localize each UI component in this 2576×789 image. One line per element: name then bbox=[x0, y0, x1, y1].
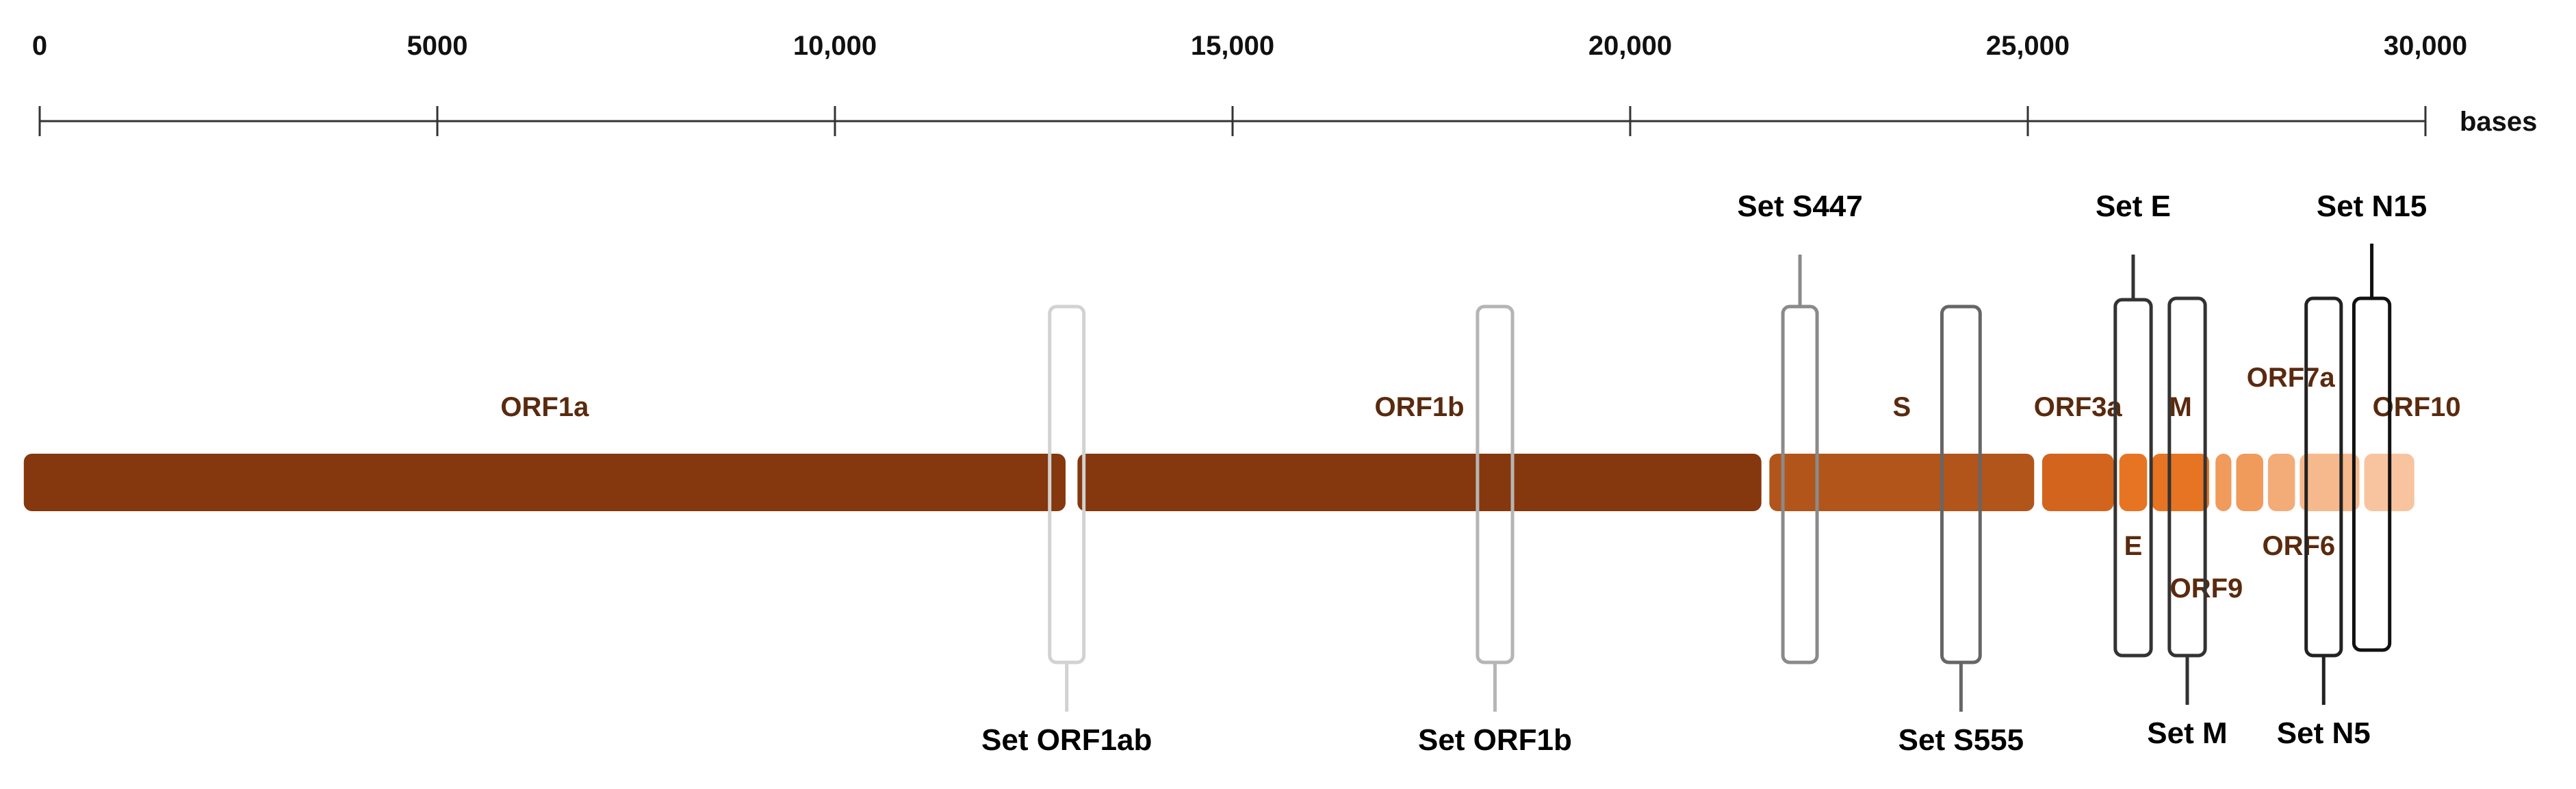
gene-label-orf6: ORF6 bbox=[2263, 531, 2336, 561]
gene-e bbox=[2119, 454, 2148, 511]
gene-label-s: S bbox=[1892, 392, 1911, 422]
gene-m bbox=[2152, 454, 2209, 511]
primer-set: Set E bbox=[2096, 190, 2171, 658]
axis-tick-label: 25,000 bbox=[1986, 31, 2070, 61]
gene-track bbox=[23, 454, 2414, 511]
gene-orf9 bbox=[2300, 454, 2360, 511]
primer-set-label: Set N15 bbox=[2317, 190, 2427, 223]
gene-orf1a bbox=[23, 454, 1066, 511]
axis-tick-label: 30,000 bbox=[2384, 31, 2467, 61]
axis-tick-label: 0 bbox=[32, 31, 47, 61]
gene-label-orf3a: ORF3a bbox=[2034, 392, 2123, 422]
primer-set-label: Set ORF1ab bbox=[981, 723, 1152, 757]
primer-set: Set S555 bbox=[1898, 305, 2024, 757]
primer-set: Set ORF1ab bbox=[981, 305, 1152, 757]
axis-tick-label: 10,000 bbox=[793, 31, 877, 61]
gene-label-orf1a: ORF1a bbox=[500, 392, 589, 422]
gene-label-orf1b: ORF1b bbox=[1375, 392, 1465, 422]
gene-label-orf10: ORF10 bbox=[2373, 392, 2461, 422]
primer-set: Set N15 bbox=[2317, 190, 2427, 652]
axis-tick-label: 5000 bbox=[407, 31, 468, 61]
gene-s bbox=[1769, 454, 2035, 511]
axis-unit-label: bases bbox=[2460, 107, 2537, 137]
gene-label-orf7a: ORF7a bbox=[2247, 363, 2336, 393]
gene-label-m: M bbox=[2169, 392, 2191, 422]
primer-set: Set M bbox=[2147, 296, 2228, 750]
gene-orf7a bbox=[2236, 454, 2263, 511]
gene-label-e: E bbox=[2124, 531, 2143, 561]
gene-orf1b bbox=[1077, 454, 1762, 511]
primer-set-label: Set E bbox=[2096, 190, 2171, 223]
gene-orf3a bbox=[2042, 454, 2114, 511]
gene-orf6 bbox=[2215, 454, 2232, 511]
primer-set-label: Set M bbox=[2147, 716, 2227, 750]
axis-tick-label: 20,000 bbox=[1588, 31, 1672, 61]
primer-set-label: Set N5 bbox=[2277, 716, 2371, 750]
primer-set-label: Set ORF1b bbox=[1418, 723, 1572, 757]
primer-set-label: Set S555 bbox=[1898, 723, 2024, 757]
gene-orf8 bbox=[2267, 454, 2295, 511]
primer-set: Set S447 bbox=[1737, 190, 1863, 664]
axis-tick-label: 15,000 bbox=[1191, 31, 1274, 61]
primer-set: Set N5 bbox=[2277, 296, 2371, 750]
primer-set: Set ORF1b bbox=[1418, 305, 1572, 757]
scale-axis: bases 0 5000 10,000 15,000 20,000 25,000 30,00… bbox=[32, 31, 2538, 137]
primer-set-label: Set S447 bbox=[1737, 190, 1862, 223]
